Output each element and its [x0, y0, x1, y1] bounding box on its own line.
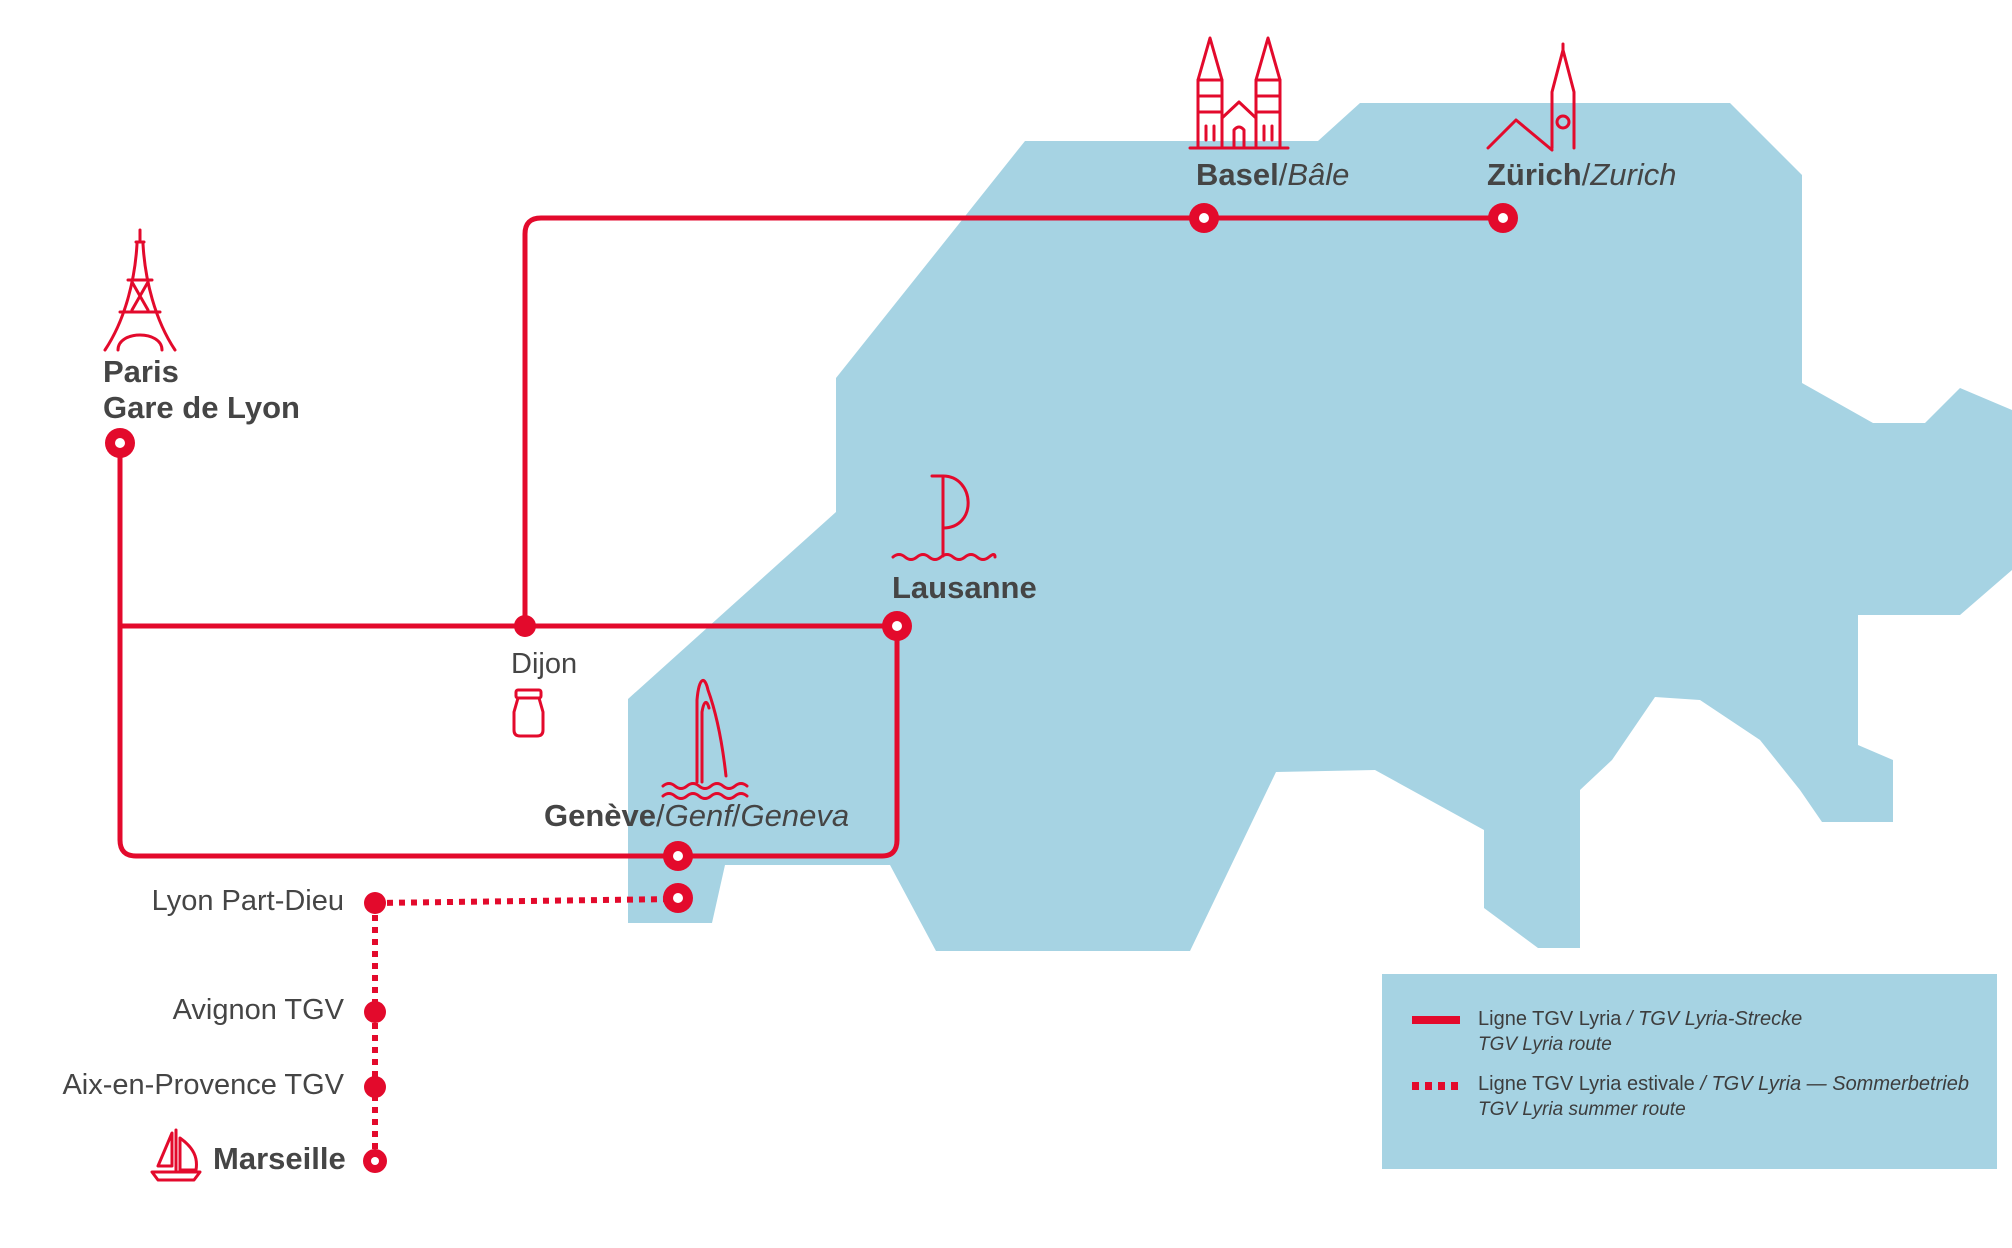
- tgv-lyria-routes: [117, 215, 1506, 859]
- zurich-church-icon: [1486, 42, 1576, 152]
- mustard-jar-icon: [512, 688, 545, 738]
- tgv-lyria-summer-route: [372, 896, 679, 1161]
- label-geneve-fr: Genève: [544, 798, 657, 833]
- marker-lausanne[interactable]: [882, 611, 912, 641]
- label-geneve-en: Geneva: [740, 798, 850, 833]
- label-sep: /: [1581, 157, 1591, 192]
- label-sep: /: [656, 798, 665, 833]
- legend-solid-de: / TGV Lyria-Strecke: [1621, 1008, 1803, 1030]
- label-geneve-de: Genf: [664, 798, 732, 833]
- switzerland-land: [628, 103, 2012, 951]
- marker-paris[interactable]: [105, 428, 135, 458]
- label-zurich: Zürich/Zurich: [1487, 157, 1677, 193]
- basel-minster-icon: [1188, 36, 1290, 150]
- label-sep: /: [1278, 157, 1288, 192]
- label-zurich-fr: Zurich: [1590, 157, 1677, 192]
- legend-dotted-swatch: [1412, 1082, 1460, 1090]
- legend-dotted-fr: Ligne TGV Lyria estivale: [1478, 1073, 1695, 1095]
- label-basel-fr: Bâle: [1287, 157, 1350, 192]
- legend: Ligne TGV Lyria / TGV Lyria-Strecke TGV …: [1382, 974, 1997, 1169]
- marker-geneve-summer[interactable]: [663, 883, 693, 913]
- legend-dotted-text: Ligne TGV Lyria estivale / TGV Lyria — S…: [1478, 1073, 1969, 1096]
- label-dijon: Dijon: [511, 648, 578, 680]
- eiffel-tower-icon: [103, 228, 177, 352]
- marker-zurich[interactable]: [1488, 203, 1518, 233]
- label-marseille: Marseille: [213, 1141, 346, 1176]
- label-basel: Basel/Bâle: [1196, 157, 1349, 193]
- label-sep: /: [731, 798, 741, 833]
- marker-aix[interactable]: [364, 1076, 386, 1098]
- station-markers: [105, 203, 1518, 1173]
- marker-dijon[interactable]: [514, 615, 536, 637]
- marker-geneve[interactable]: [663, 841, 693, 871]
- label-paris-line1: Paris: [103, 354, 179, 389]
- route-dijon-basel-zurich: [522, 215, 1506, 629]
- route-paris-geneve-lausanne: [117, 623, 900, 859]
- marker-avignon[interactable]: [364, 1001, 386, 1023]
- legend-solid-text: Ligne TGV Lyria / TGV Lyria-Strecke: [1478, 1008, 1802, 1031]
- sailboat-icon: [150, 1128, 202, 1182]
- label-zurich-de: Zürich: [1487, 157, 1582, 192]
- legend-solid-fr: Ligne TGV Lyria: [1478, 1008, 1622, 1030]
- sailboat-sail-icon: [891, 474, 997, 561]
- label-paris: Paris Gare de Lyon: [103, 354, 300, 425]
- legend-solid-en: TGV Lyria route: [1478, 1034, 1612, 1055]
- marker-basel[interactable]: [1189, 203, 1219, 233]
- legend-dotted-de: / TGV Lyria — Sommerbetrieb: [1694, 1073, 1969, 1095]
- marker-marseille[interactable]: [363, 1149, 387, 1173]
- legend-solid-swatch: [1412, 1016, 1460, 1024]
- label-aix: Aix-en-Provence TGV: [62, 1069, 344, 1101]
- label-lyon: Lyon Part-Dieu: [151, 885, 344, 917]
- legend-dotted-en: TGV Lyria summer route: [1478, 1099, 1686, 1120]
- label-geneve: Genève/Genf/Geneva: [544, 798, 849, 834]
- label-lausanne: Lausanne: [892, 570, 1037, 605]
- label-paris-line2: Gare de Lyon: [103, 389, 300, 425]
- marker-lyon[interactable]: [364, 892, 386, 914]
- label-basel-de: Basel: [1196, 157, 1279, 192]
- jet-d-eau-fountain-icon: [661, 679, 749, 800]
- label-avignon: Avignon TGV: [172, 994, 344, 1026]
